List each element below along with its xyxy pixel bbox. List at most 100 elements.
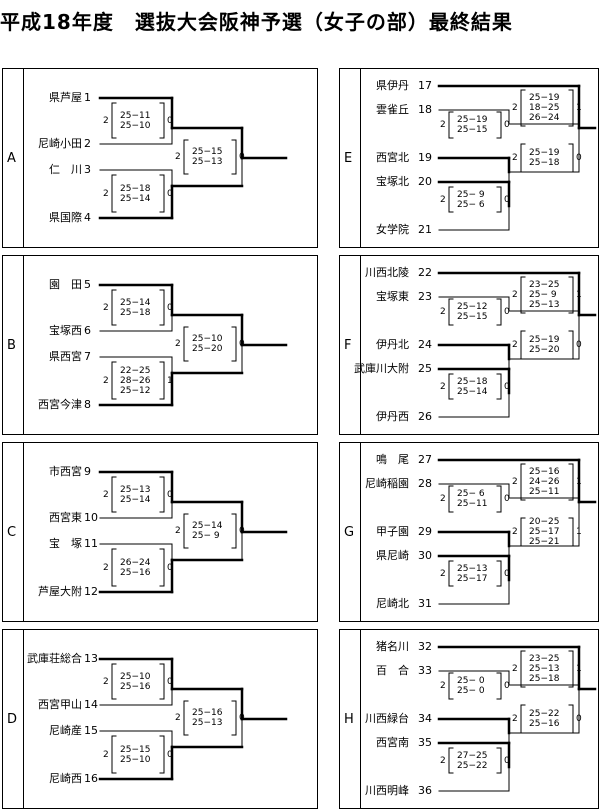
block-divider xyxy=(23,69,24,247)
final-set-score: 23−25 xyxy=(529,654,560,664)
team-name: 西宮北 xyxy=(376,151,409,164)
preliminary-set-score: 25−13 xyxy=(457,563,488,574)
team-seed: 29 xyxy=(418,525,432,538)
match-2-set-score: 25−10 xyxy=(120,754,151,765)
team-name: 西宮甲山 xyxy=(38,698,82,711)
block-letter: A xyxy=(7,151,16,166)
match-2-sets-won-right: 0 xyxy=(167,188,173,199)
team-seed: 17 xyxy=(418,79,432,92)
match-1-set-score: 25− 0 xyxy=(457,686,485,696)
block-frame xyxy=(2,255,318,435)
team-name: 甲子園 xyxy=(376,525,409,538)
match-2-set-score: 25−12 xyxy=(120,385,151,396)
bracket-lines xyxy=(437,271,597,418)
block-divider xyxy=(360,443,361,621)
team-name: 伊丹北 xyxy=(376,338,409,351)
block-divider xyxy=(23,443,24,621)
team-seed: 10 xyxy=(84,511,98,524)
team-seed: 36 xyxy=(418,784,432,797)
bracket-lines xyxy=(98,470,288,594)
final-sets-won-right: 0 xyxy=(239,526,245,536)
block-letter: D xyxy=(7,712,18,727)
team-seed: 30 xyxy=(418,549,432,562)
team-seed: 1 xyxy=(84,91,91,104)
match-2-sets-won-left: 2 xyxy=(512,714,518,724)
match-1-sets-won-right: 0 xyxy=(167,489,173,500)
match-1-sets-won-left: 2 xyxy=(103,676,109,687)
team-seed: 25 xyxy=(418,362,432,375)
team-seed: 15 xyxy=(84,724,98,737)
match-1-set-score: 25−14 xyxy=(120,297,151,308)
block-divider xyxy=(23,630,24,808)
match-1-set-score: 25− 0 xyxy=(457,676,485,686)
team-seed: 6 xyxy=(84,324,91,337)
match-1-set-score: 25−10 xyxy=(120,120,151,131)
match-2-set-score: 25−21 xyxy=(529,537,560,547)
team-seed: 24 xyxy=(418,338,432,351)
preliminary-set-score: 27−25 xyxy=(457,750,488,761)
final-sets-won-right: 0 xyxy=(239,152,245,162)
bracket-lines xyxy=(437,84,597,231)
preliminary-set-score: 25−14 xyxy=(457,386,488,397)
team-seed: 2 xyxy=(84,137,91,150)
team-seed: 20 xyxy=(418,175,432,188)
match-2-sets-won-right: 0 xyxy=(167,562,173,573)
match-1-sets-won-right: 0 xyxy=(504,681,510,691)
preliminary-sets-won-left: 2 xyxy=(440,194,446,205)
match-2-sets-won-left: 2 xyxy=(103,375,109,386)
team-seed: 21 xyxy=(418,223,432,236)
team-name: 武庫荘総合 xyxy=(27,652,82,665)
final-sets-won-left: 2 xyxy=(512,290,518,300)
preliminary-sets-won-right: 0 xyxy=(504,381,510,392)
match-1-sets-won-right: 0 xyxy=(504,494,510,504)
final-set-score: 25−14 xyxy=(192,521,223,531)
match-2-set-score: 25−18 xyxy=(529,158,560,168)
preliminary-sets-won-left: 2 xyxy=(440,568,446,579)
preliminary-set-score: 25− 9 xyxy=(457,189,485,200)
team-name: 県国際 xyxy=(49,211,82,224)
match-2-set-score: 25−19 xyxy=(529,335,560,345)
final-set-score: 25−16 xyxy=(192,708,223,718)
match-2-sets-won-right: 0 xyxy=(576,340,582,350)
bracket-lines xyxy=(98,96,288,220)
team-seed: 27 xyxy=(418,453,432,466)
final-set-score: 23−25 xyxy=(529,280,560,290)
team-name: 尼崎西 xyxy=(49,772,82,785)
final-sets-won-left: 2 xyxy=(175,339,181,349)
match-2-sets-won-left: 2 xyxy=(512,527,518,537)
team-name: 川西北陵 xyxy=(365,266,409,279)
match-2-sets-won-right: 1 xyxy=(167,375,173,386)
final-set-score: 26−24 xyxy=(529,113,560,123)
bracket-lines xyxy=(98,283,288,407)
bracket-lines xyxy=(98,657,288,781)
match-1-sets-won-left: 2 xyxy=(103,489,109,500)
final-sets-won-right: 1 xyxy=(576,664,582,674)
match-2-set-score: 25−19 xyxy=(529,148,560,158)
match-1-set-score: 25− 6 xyxy=(457,489,485,499)
match-1-set-score: 25−11 xyxy=(120,110,151,121)
team-seed: 5 xyxy=(84,278,91,291)
team-seed: 19 xyxy=(418,151,432,164)
block-frame xyxy=(2,68,318,248)
team-name: 宝塚西 xyxy=(49,324,82,337)
preliminary-sets-won-left: 2 xyxy=(440,755,446,766)
team-seed: 9 xyxy=(84,465,91,478)
match-1-set-score: 25−19 xyxy=(457,115,488,125)
team-name: 猪名川 xyxy=(376,640,409,653)
team-name: 西宮今津 xyxy=(38,398,82,411)
match-2-sets-won-right: 0 xyxy=(576,714,582,724)
match-2-set-score: 25−22 xyxy=(529,709,560,719)
block-frame xyxy=(339,68,599,248)
block-frame xyxy=(2,442,318,622)
block-frame xyxy=(339,255,599,435)
match-2-sets-won-left: 2 xyxy=(103,749,109,760)
match-2-set-score: 28−26 xyxy=(120,375,151,386)
match-1-sets-won-left: 2 xyxy=(440,681,446,691)
final-set-score: 25−10 xyxy=(192,334,223,344)
team-seed: 18 xyxy=(418,103,432,116)
team-seed: 7 xyxy=(84,350,91,363)
team-seed: 34 xyxy=(418,712,432,725)
